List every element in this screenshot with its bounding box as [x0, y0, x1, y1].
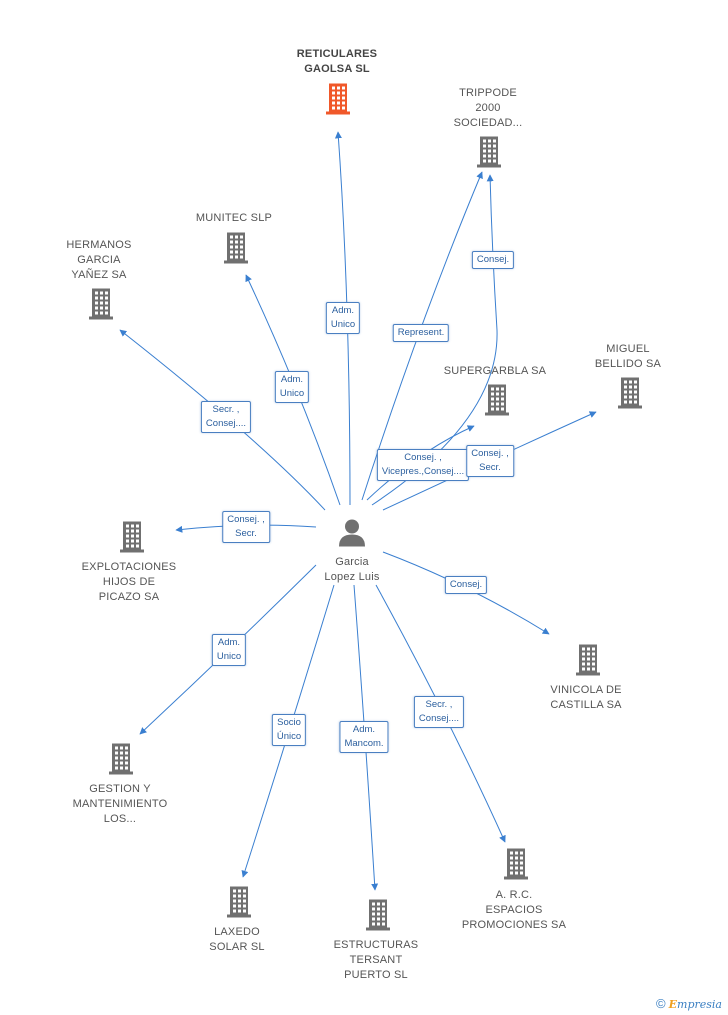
company-node-explotaciones[interactable] [117, 520, 147, 559]
company-label-supergarbla[interactable]: SUPERGARBLA SA [443, 365, 547, 377]
company-node-miguel[interactable] [615, 376, 645, 415]
company-label-explotaciones[interactable]: EXPLOTACIONES HIJOS DE PICAZO SA [81, 561, 177, 603]
building-icon [89, 288, 113, 320]
edge-label-vinicola[interactable]: Consej. [444, 576, 488, 594]
company-label-gestion[interactable]: GESTION Y MANTENIMIENTO LOS... [72, 783, 168, 825]
company-label-munitec[interactable]: MUNITEC SLP [195, 212, 273, 224]
company-node-estructuras[interactable] [363, 898, 393, 937]
edge-label-laxedo[interactable]: Socio Único [271, 714, 307, 746]
edge-label-arc[interactable]: Secr. , Consej.... [413, 696, 465, 728]
edge-label-gestion[interactable]: Adm. Unico [211, 634, 247, 666]
building-icon [366, 899, 390, 931]
edge-label-miguel[interactable]: Consej. , Secr. [466, 445, 514, 477]
building-icon [477, 136, 501, 168]
footer-brand: ©Empresia [656, 996, 722, 1011]
building-icon [485, 384, 509, 416]
company-node-trippode[interactable] [474, 135, 504, 174]
edge-label-reticulares[interactable]: Adm. Unico [325, 302, 361, 334]
building-icon [326, 83, 350, 115]
company-label-laxedo[interactable]: LAXEDO SOLAR SL [209, 926, 265, 953]
company-label-arc[interactable]: A. R.C. ESPACIOS PROMOCIONES SA [461, 889, 567, 931]
building-icon [618, 377, 642, 409]
person-label[interactable]: Garcia Lopez Luis [324, 556, 380, 583]
building-icon [576, 644, 600, 676]
company-node-supergarbla[interactable] [482, 383, 512, 422]
company-node-gestion[interactable] [106, 742, 136, 781]
person-node[interactable] [337, 518, 367, 553]
company-node-laxedo[interactable] [224, 885, 254, 924]
company-node-arc[interactable] [501, 847, 531, 886]
building-icon [224, 232, 248, 264]
edge-label-munitec[interactable]: Adm. Unico [274, 371, 310, 403]
copyright-symbol: © [656, 996, 666, 1011]
company-label-vinicola[interactable]: VINICOLA DE CASTILLA SA [550, 684, 622, 711]
edge-label-estructuras[interactable]: Adm. Mancom. [339, 721, 389, 753]
company-node-reticulares[interactable] [323, 82, 353, 121]
company-node-munitec[interactable] [221, 231, 251, 270]
company-label-hermanos[interactable]: HERMANOS GARCIA YAÑEZ SA [66, 239, 132, 281]
brand-logo: Empresia [669, 998, 722, 1011]
edge-lines [119, 131, 597, 891]
company-label-reticulares[interactable]: RETICULARES GAOLSA SL [296, 48, 378, 75]
building-icon [120, 521, 144, 553]
person-icon [339, 519, 365, 547]
brand-initial: E [668, 998, 678, 1011]
edge-label-hermanos[interactable]: Secr. , Consej.... [200, 401, 252, 433]
edge-label-explotaciones[interactable]: Consej. , Secr. [222, 511, 270, 543]
edge-label-trippode[interactable]: Represent. [392, 324, 450, 342]
company-label-estructuras[interactable]: ESTRUCTURAS TERSANT PUERTO SL [333, 939, 419, 981]
brand-name: mpresia [677, 998, 722, 1011]
building-icon [109, 743, 133, 775]
building-icon [227, 886, 251, 918]
company-label-miguel[interactable]: MIGUEL BELLIDO SA [594, 343, 662, 370]
edge-label-trippode[interactable]: Consej. [471, 251, 515, 269]
company-node-vinicola[interactable] [573, 643, 603, 682]
edge-label-supergarbla[interactable]: Consej. , Vicepres.,Consej.... [376, 449, 470, 481]
company-node-hermanos[interactable] [86, 287, 116, 326]
company-label-trippode[interactable]: TRIPPODE 2000 SOCIEDAD... [453, 87, 523, 129]
building-icon [504, 848, 528, 880]
